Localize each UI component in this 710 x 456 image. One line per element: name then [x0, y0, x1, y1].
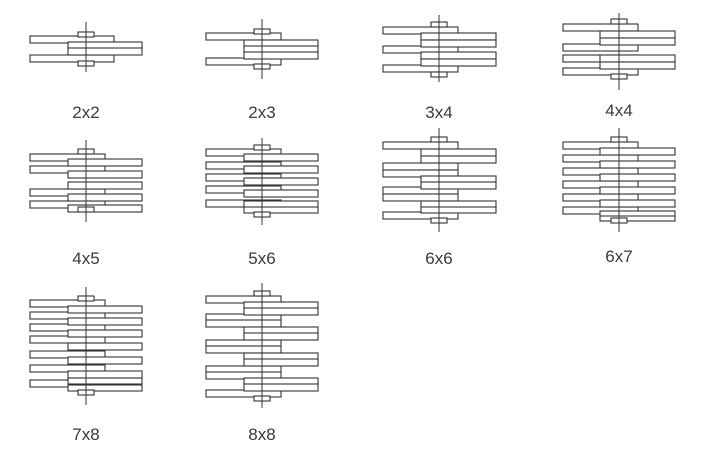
- inner-plate: [67, 370, 143, 379]
- chain-label: 4x5: [72, 249, 99, 268]
- outer-plate: [382, 162, 459, 171]
- chain-item-2x3: 2x3: [205, 19, 319, 122]
- inner-plate: [243, 51, 319, 60]
- outer-plate: [382, 141, 459, 150]
- chain-label: 6x7: [605, 247, 632, 266]
- chain-item-6x6: 6x6: [382, 128, 497, 268]
- chain-label: 6x6: [425, 249, 452, 268]
- outer-plate: [205, 319, 282, 328]
- inner-plate: [420, 206, 497, 214]
- inner-plate: [420, 155, 497, 164]
- chain-label: 5x6: [248, 249, 275, 268]
- inner-plate: [243, 153, 319, 162]
- inner-plate: [67, 305, 143, 314]
- inner-plate: [67, 329, 143, 338]
- inner-plate: [67, 356, 143, 365]
- inner-plate: [243, 189, 319, 198]
- inner-plate: [599, 173, 676, 182]
- chain-label: 2x3: [248, 103, 275, 122]
- chain-item-7x8: 7x8: [29, 287, 143, 444]
- inner-plate: [67, 47, 143, 56]
- chain-label: 4x4: [605, 101, 632, 120]
- chain-item-8x8: 8x8: [205, 283, 319, 444]
- inner-plate: [599, 186, 676, 195]
- inner-plate: [599, 30, 676, 39]
- inner-plate: [67, 193, 143, 202]
- inner-plate: [243, 165, 319, 174]
- outer-plate: [562, 23, 639, 32]
- chain-item-4x5: 4x5: [29, 140, 143, 268]
- inner-plate: [599, 61, 676, 70]
- inner-plate: [67, 317, 143, 326]
- inner-plate: [420, 32, 497, 41]
- inner-plate: [67, 181, 143, 190]
- inner-plate: [243, 332, 319, 341]
- inner-plate: [243, 383, 319, 392]
- inner-plate: [599, 215, 676, 222]
- chain-label: 3x4: [425, 103, 452, 122]
- chain-label: 8x8: [248, 425, 275, 444]
- inner-plate: [420, 39, 497, 48]
- chain-item-2x2: 2x2: [29, 22, 143, 122]
- outer-plate: [205, 345, 282, 354]
- chain-label: 2x2: [72, 103, 99, 122]
- inner-plate: [420, 181, 497, 190]
- inner-plate: [420, 148, 497, 157]
- inner-plate: [243, 206, 319, 214]
- outer-plate: [382, 193, 459, 202]
- chain-label: 7x8: [72, 425, 99, 444]
- inner-plate: [599, 147, 676, 156]
- chain-item-4x4: 4x4: [562, 13, 676, 120]
- outer-plate: [29, 54, 115, 63]
- chain-item-3x4: 3x4: [382, 15, 497, 122]
- chain-item-5x6: 5x6: [205, 138, 319, 268]
- inner-plate: [243, 307, 319, 316]
- inner-plate: [67, 158, 143, 167]
- inner-plate: [599, 54, 676, 63]
- inner-plate: [420, 58, 497, 67]
- chain-item-6x7: 6x7: [562, 128, 676, 266]
- inner-plate: [599, 160, 676, 169]
- inner-plate: [67, 170, 143, 179]
- inner-plate: [67, 377, 143, 385]
- inner-plate: [599, 37, 676, 46]
- inner-plate: [67, 384, 143, 392]
- inner-plate: [243, 358, 319, 367]
- inner-plate: [67, 204, 143, 213]
- inner-plate: [243, 177, 319, 186]
- inner-plate: [67, 342, 143, 351]
- inner-plate: [420, 51, 497, 60]
- inner-plate: [599, 199, 676, 208]
